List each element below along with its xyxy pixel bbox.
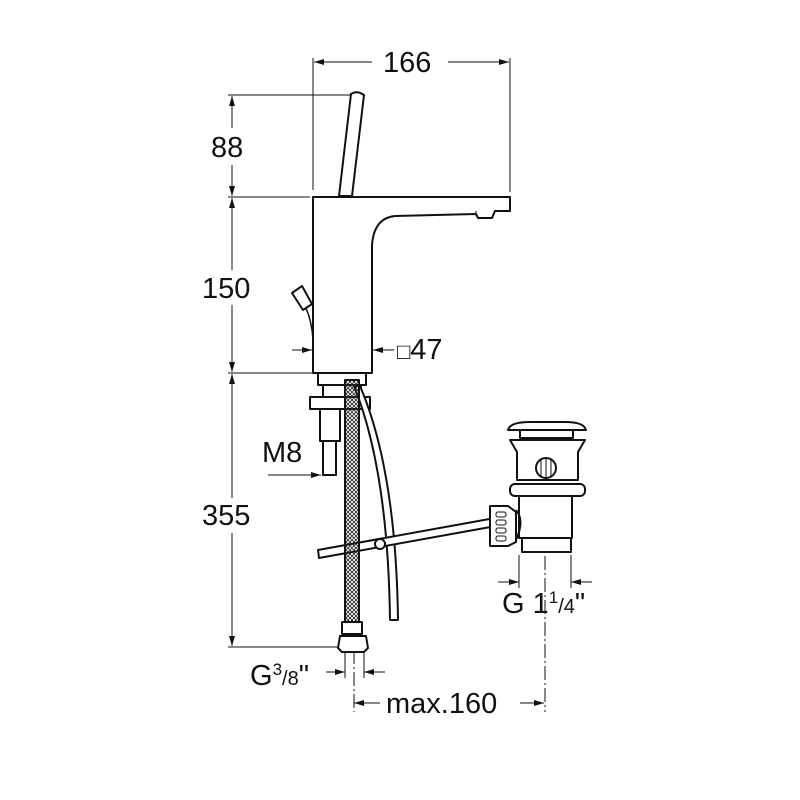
faucet-body (312, 196, 511, 374)
popup-knob (291, 285, 313, 311)
threaded-stud (319, 408, 341, 442)
lever (338, 91, 365, 197)
g38-num: 3 (272, 660, 283, 679)
popup-rod (353, 385, 399, 621)
g114-den: 4 (563, 596, 575, 618)
square-symbol: □ (397, 339, 411, 364)
g114-prefix: G (502, 588, 525, 620)
hose-nut (337, 635, 369, 653)
dim-355-label: 355 (202, 500, 251, 532)
g114-whole: 1 (532, 588, 549, 620)
rod-clamp (374, 538, 386, 550)
dim-47-label: □47 (397, 336, 443, 365)
waste-thread (521, 537, 572, 553)
flexible-hose (344, 379, 360, 623)
dim-m8-label: M8 (262, 437, 303, 469)
g38-den: /8 (282, 668, 299, 690)
g114-num: 1 (548, 588, 559, 607)
dim-g114-label: G 11/4" (502, 588, 586, 620)
g38-suffix: " (298, 660, 310, 692)
dim-max160-label: max.160 (386, 688, 498, 720)
waste-cap (507, 421, 587, 431)
dim-150-label: 150 (202, 273, 251, 305)
waste-collar (509, 483, 586, 497)
g38-prefix: G (250, 660, 273, 692)
g114-suffix: " (574, 588, 586, 620)
dim-g38-label: G3/8" (250, 660, 310, 692)
dim-88-label: 88 (211, 132, 244, 164)
dim-166-label: 166 (383, 47, 432, 79)
dim-47-value: 47 (410, 334, 443, 366)
